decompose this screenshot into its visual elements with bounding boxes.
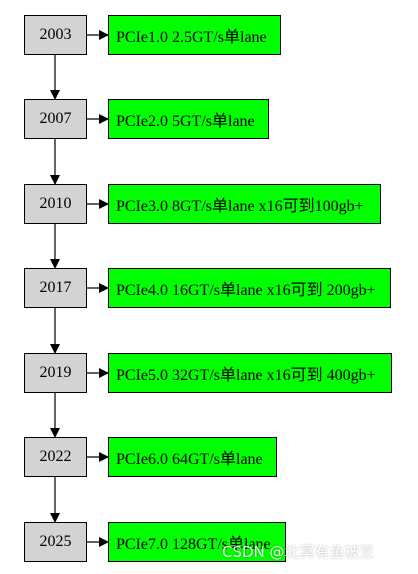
spec-label: PCIe6.0 64GT/s单lane (116, 451, 263, 468)
spec-label: PCIe7.0 128GT/s单lane (116, 536, 271, 553)
spec-box-pcie1: PCIe1.0 2.5GT/s单lane (108, 15, 281, 55)
spec-label: PCIe4.0 16GT/s单lane x16可到 200gb+ (116, 282, 376, 299)
spec-label: PCIe3.0 8GT/s单lane x16可到100gb+ (116, 198, 364, 215)
year-box-2022: 2022 (24, 437, 87, 477)
year-box-2010: 2010 (24, 184, 87, 224)
year-label: 2019 (39, 364, 72, 381)
year-box-2007: 2007 (24, 99, 87, 139)
spec-label: PCIe1.0 2.5GT/s单lane (116, 29, 267, 46)
year-label: 2025 (39, 533, 72, 550)
spec-box-pcie4: PCIe4.0 16GT/s单lane x16可到 200gb+ (108, 268, 391, 308)
year-label: 2022 (39, 448, 72, 465)
year-label: 2017 (39, 279, 72, 296)
spec-box-pcie6: PCIe6.0 64GT/s单lane (108, 437, 277, 477)
year-box-2003: 2003 (24, 15, 87, 55)
spec-box-pcie2: PCIe2.0 5GT/s单lane (108, 99, 269, 139)
watermark: CSDN @北冥有鱼被烹 (222, 543, 375, 561)
year-box-2019: 2019 (24, 353, 87, 393)
year-box-2017: 2017 (24, 268, 87, 308)
year-label: 2007 (39, 110, 72, 127)
year-label: 2003 (39, 26, 72, 43)
spec-box-pcie3: PCIe3.0 8GT/s单lane x16可到100gb+ (108, 184, 381, 224)
spec-box-pcie5: PCIe5.0 32GT/s单lane x16可到 400gb+ (108, 353, 392, 393)
year-box-2025: 2025 (24, 522, 87, 562)
spec-label: PCIe2.0 5GT/s单lane (116, 113, 255, 130)
year-label: 2010 (39, 195, 72, 212)
spec-label: PCIe5.0 32GT/s单lane x16可到 400gb+ (116, 367, 376, 384)
spec-box-pcie7: PCIe7.0 128GT/s单lane (108, 522, 286, 562)
